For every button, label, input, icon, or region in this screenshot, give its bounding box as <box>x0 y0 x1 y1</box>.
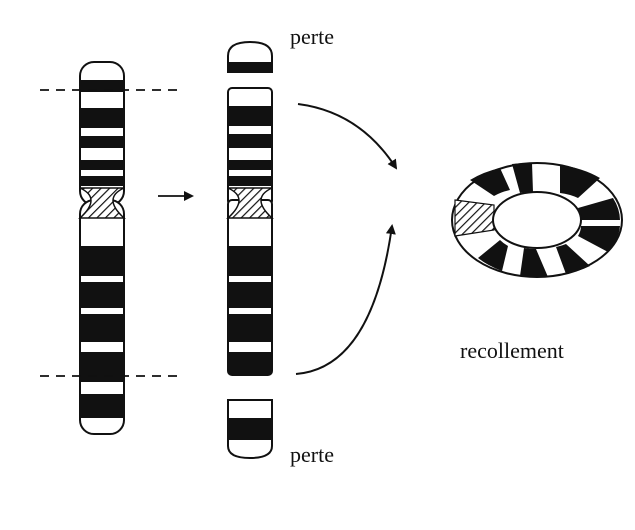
curved-arrow-bottom <box>296 226 392 374</box>
lost-fragment-bottom <box>228 400 272 458</box>
lost-fragment-top <box>228 42 272 72</box>
label-bottom-loss: perte <box>290 442 334 468</box>
curved-arrow-top <box>298 104 396 168</box>
ring-chromosome <box>452 163 622 277</box>
label-ring-caption: recollement <box>460 338 564 364</box>
middle-segment <box>228 88 272 375</box>
original-chromosome <box>80 62 124 434</box>
ring-centromere <box>455 200 494 236</box>
original-chromosome-p-arm <box>80 62 124 205</box>
original-chromosome-q-arm <box>80 200 124 434</box>
label-top-loss: perte <box>290 24 334 50</box>
